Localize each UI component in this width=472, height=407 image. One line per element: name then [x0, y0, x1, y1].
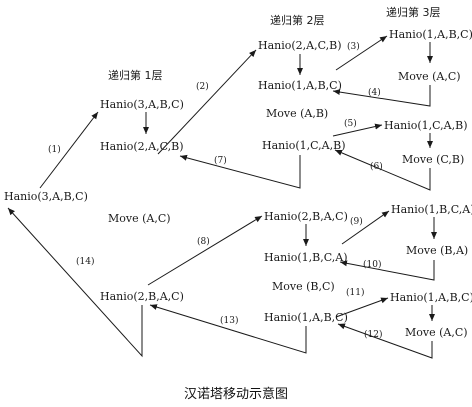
node-hanio-1-cab: Hanio(1,C,A,B): [262, 139, 346, 152]
step-label-1: (1): [48, 144, 61, 155]
arrow-step-4: [332, 85, 431, 107]
node-hanio-2-acb-level2: Hanio(2,A,C,B): [258, 39, 342, 52]
step-label-14: (14): [76, 256, 94, 267]
node-hanio-2-bac: Hanio(2,B,A,C): [100, 290, 184, 303]
step-label-12: (12): [364, 329, 382, 340]
arrow-step-1: [39, 111, 99, 189]
arrow-step-8: [147, 215, 263, 286]
node-hanio-1-abc-level3-b: Hanio(1,A,B,C): [390, 291, 472, 304]
step-label-13: (13): [220, 315, 238, 326]
node-move-a-b: Move (A,B): [266, 107, 328, 120]
node-move-b-c: Move (B,C): [272, 280, 335, 293]
step-label-9: (9): [350, 216, 363, 227]
step-label-10: (10): [363, 259, 381, 270]
node-hanio-3-level1: Hanio(3,A,B,C): [100, 98, 184, 111]
node-hanio-2-acb: Hanio(2,A,C,B): [100, 140, 184, 153]
node-move-c-b: Move (C,B): [402, 153, 464, 166]
level-3-heading: 递归第 3层: [386, 5, 441, 19]
step-label-8: (8): [197, 236, 210, 247]
diagram-caption: 汉诺塔移动示意图: [184, 386, 288, 402]
arrow-step-9: [341, 210, 390, 245]
node-hanio-1-abc-level3-a: Hanio(1,A,B,C): [389, 28, 472, 41]
node-hanio-1-cab-level3: Hanio(1,C,A,B): [384, 119, 468, 132]
node-hanio-1-bca-level3: Hanio(1,B,C,A): [391, 203, 472, 216]
arrow-step-5: [332, 123, 383, 137]
arrow-step-3: [335, 35, 388, 71]
arrow-step-12: [337, 323, 433, 359]
arrow-step-2: [157, 49, 257, 155]
step-label-7: (7): [214, 155, 227, 166]
node-move-b-a: Move (B,A): [406, 244, 468, 257]
node-root-hanio-3: Hanio(3,A,B,C): [4, 190, 88, 203]
arrow-step-11: [335, 297, 389, 318]
step-label-2: (2): [196, 81, 209, 92]
step-label-3: (3): [347, 41, 360, 52]
step-label-5: (5): [344, 118, 357, 129]
node-hanio-1-abc-a: Hanio(1,A,B,C): [258, 79, 342, 92]
node-move-a-c-3: Move (A,C): [405, 326, 468, 339]
step-label-4: (4): [368, 87, 381, 98]
node-move-a-c-1: Move (A,C): [398, 70, 461, 83]
arrow-step-10: [339, 260, 435, 281]
step-label-11: (11): [346, 287, 364, 298]
arrow-step-6: [334, 149, 431, 191]
node-hanio-1-bca: Hanio(1,B,C,A): [264, 251, 348, 264]
node-move-a-c-2: Move (A,C): [108, 212, 171, 225]
step-label-6: (6): [370, 161, 383, 172]
arrow-step-7: [179, 154, 301, 189]
arrow-step-13: [149, 304, 307, 354]
level-2-heading: 递归第 2层: [270, 13, 325, 27]
node-hanio-1-abc-b: Hanio(1,A,B,C): [264, 311, 348, 324]
node-hanio-2-bac-level2: Hanio(2,B,A,C): [264, 210, 348, 223]
arrow-step-14: [7, 207, 143, 358]
level-1-heading: 递归第 1层: [108, 68, 163, 82]
